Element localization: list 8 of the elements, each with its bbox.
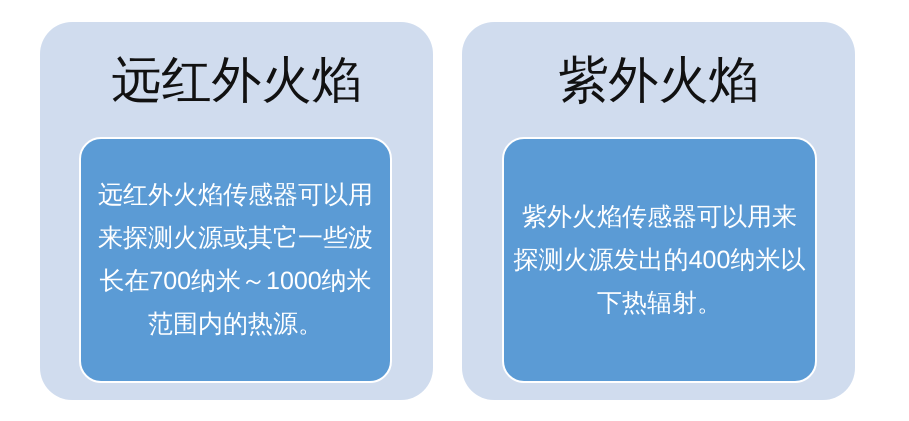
- card-heading: 紫外火焰: [558, 52, 758, 110]
- description-box: [502, 137, 817, 383]
- description-text: 远红外火焰传感器可以用来探测火源或其它一些波长在700纳米～1000纳米范围内的热源。: [97, 180, 374, 340]
- description-text: 紫外火焰传感器可以用来探测火源发出的400纳米以下热辐射。: [512, 202, 806, 318]
- description-box: [79, 137, 392, 383]
- category-card: [40, 22, 433, 400]
- card-heading: 远红外火焰: [112, 52, 362, 110]
- category-card: [462, 22, 855, 400]
